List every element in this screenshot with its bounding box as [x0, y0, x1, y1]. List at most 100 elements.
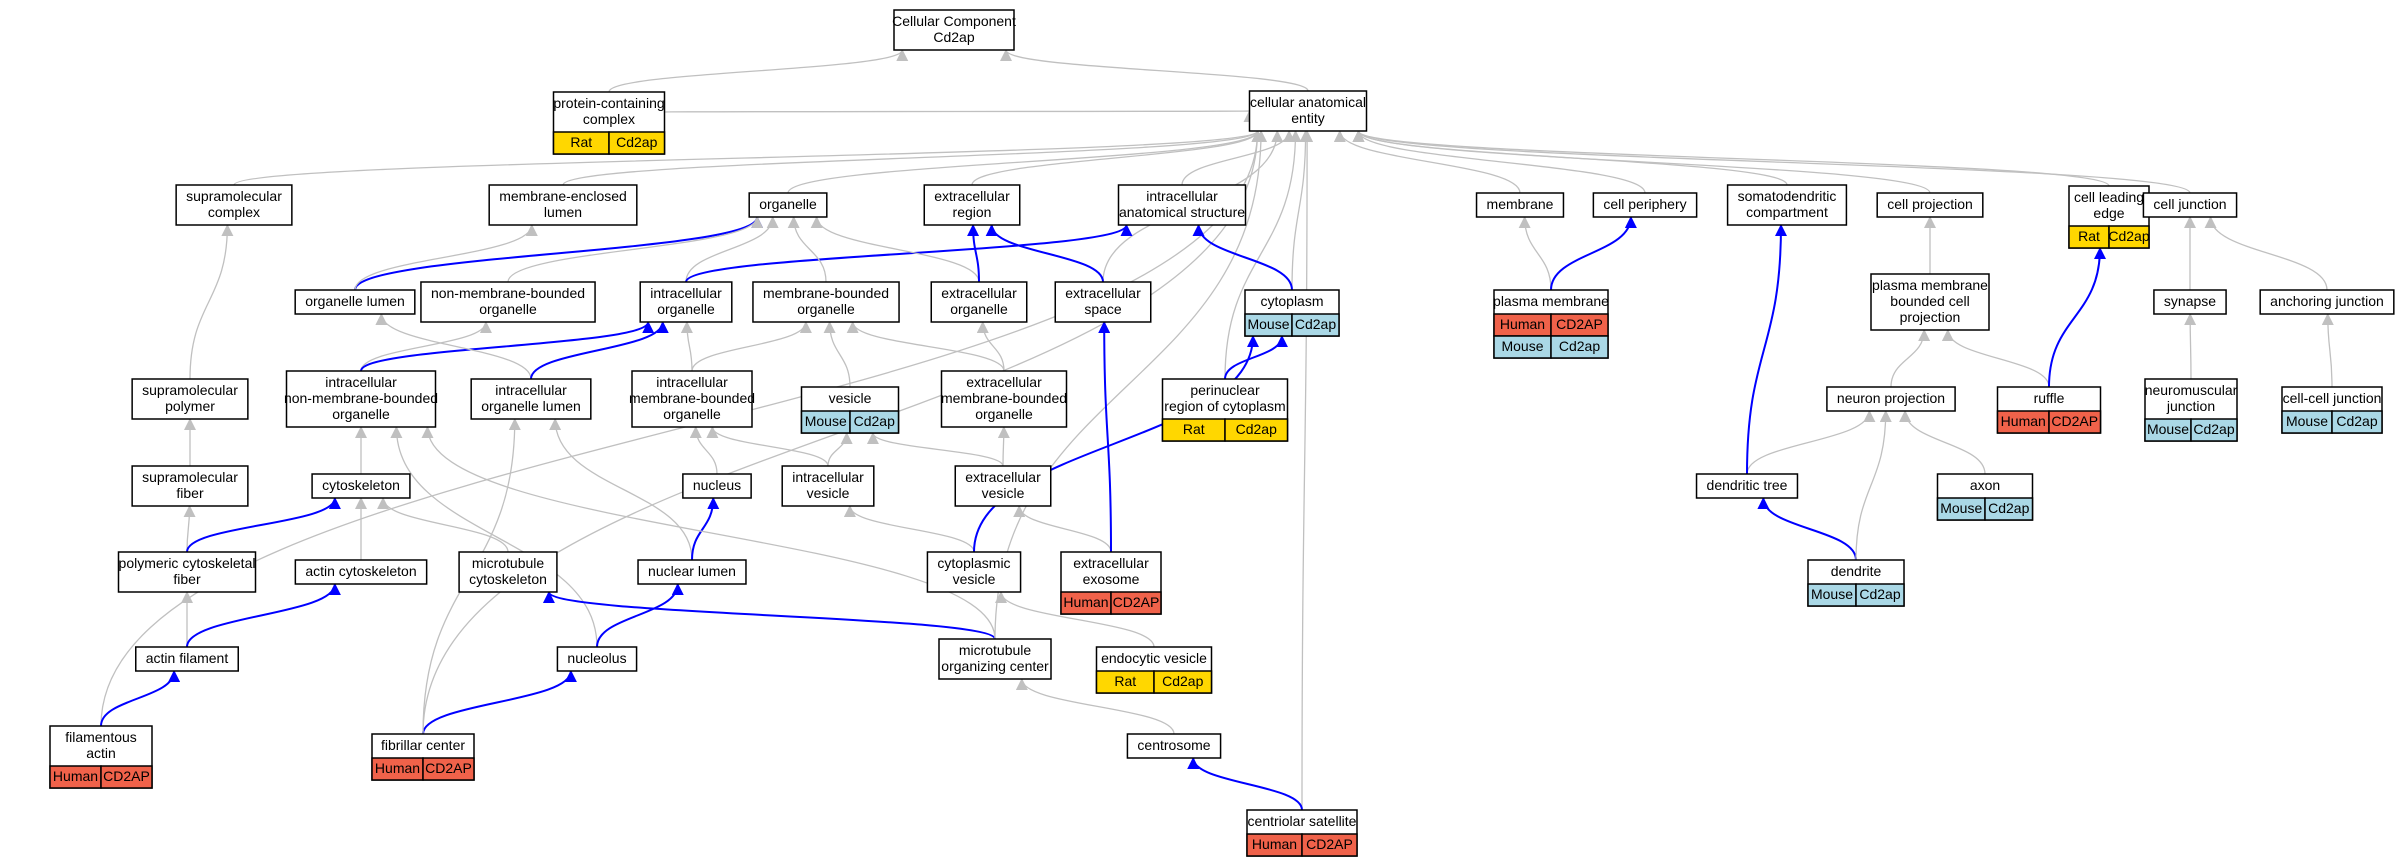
node-box [420, 281, 596, 323]
is-a-edge [1352, 130, 1646, 194]
go-term-node[interactable]: centrosome [1126, 733, 1222, 759]
node-box [639, 281, 733, 323]
node-label: dendritic tree [1707, 477, 1788, 493]
node-label: complex [208, 204, 260, 220]
go-term-node[interactable]: intracellularnon-membrane-boundedorganel… [284, 370, 438, 428]
node-label: region of cytoplasm [1164, 398, 1285, 414]
gene-cell [1855, 583, 1905, 607]
node-label: actin filament [146, 650, 229, 666]
part-of-edge [973, 335, 1259, 553]
species-label: Mouse [1811, 586, 1853, 602]
node-label: actin [86, 745, 116, 761]
gene-cell [1301, 833, 1358, 857]
is-a-edge [1518, 216, 1552, 291]
go-term-node[interactable]: synapse [2153, 289, 2227, 315]
node-label: nucleolus [567, 650, 626, 666]
go-term-node[interactable]: organelle [748, 192, 828, 218]
go-term-node[interactable]: dendritic tree [1695, 473, 1799, 499]
go-term-node[interactable]: actin filament [135, 646, 239, 672]
go-term-node[interactable]: cell junction [2142, 192, 2238, 218]
go-term-node[interactable]: nuclear lumen [637, 559, 747, 585]
gene-cell [422, 757, 475, 781]
part-of-edge [1550, 216, 1637, 291]
gene-cell [1984, 497, 2034, 521]
is-a-edge [1890, 329, 1931, 388]
gene-cell [1550, 335, 1609, 359]
node-label: extracellular [965, 469, 1041, 485]
gene-cell [608, 131, 666, 155]
node-box [2259, 289, 2395, 315]
node-label: cytoplasm [1260, 293, 1323, 309]
go-term-node[interactable]: cytoskeleton [311, 473, 411, 499]
is-a-edge [233, 130, 1264, 186]
is-a-edge [1013, 505, 1112, 553]
go-term-node[interactable]: nucleus [682, 473, 752, 499]
go-term-node[interactable]: cell projection [1876, 192, 1984, 218]
node-box [930, 281, 1028, 323]
node-label: actin cytoskeleton [305, 563, 416, 579]
is-a-edge [1352, 130, 2110, 187]
gene-label: CD2AP [425, 760, 472, 776]
node-label: extracellular [1065, 285, 1141, 301]
node-label: non-membrane-bounded [284, 390, 438, 406]
node-box [1592, 192, 1698, 218]
is-a-edge [846, 321, 1005, 372]
go-term-node[interactable]: anchoring junction [2259, 289, 2395, 315]
is-a-edge [183, 505, 196, 553]
part-of-edge [967, 224, 980, 283]
node-label: membrane-bounded [763, 285, 889, 301]
go-term-node[interactable]: nucleolus [556, 646, 638, 672]
go-term-node[interactable]: cell periphery [1592, 192, 1698, 218]
node-label: cell leading [2074, 189, 2144, 205]
go-term-node[interactable]: organelle lumen [294, 289, 416, 315]
gene-cell [1224, 418, 1289, 442]
go-term-node[interactable]: membrane [1475, 192, 1565, 218]
species-label: Human [2001, 413, 2046, 429]
go-term-node[interactable]: actin cytoskeleton [294, 559, 428, 585]
node-label: complex [583, 111, 635, 127]
go-term-node[interactable]: neuron projection [1826, 386, 1956, 412]
part-of-edge [100, 670, 181, 727]
